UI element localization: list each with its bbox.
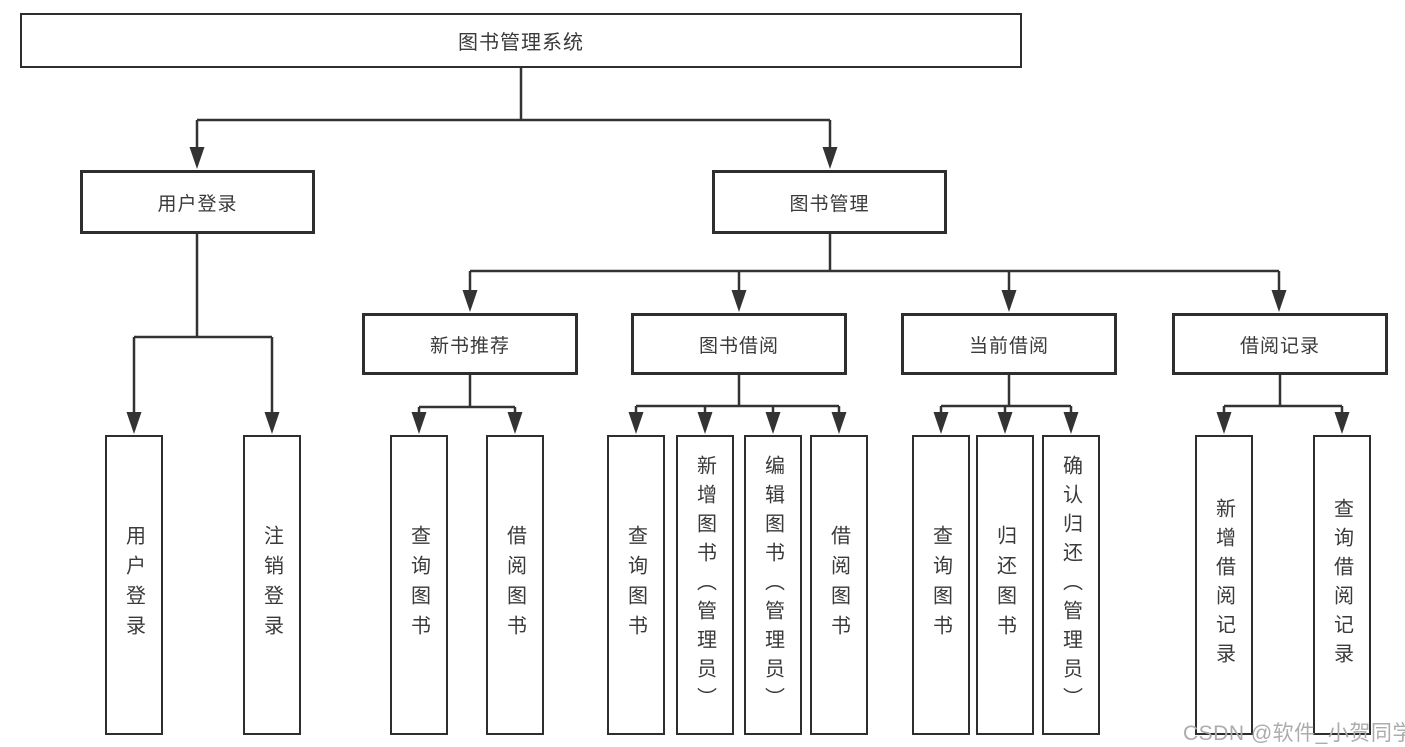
node-label: 图书管理 bbox=[789, 193, 870, 215]
leaf-return-books: 归还图书 bbox=[976, 435, 1034, 735]
node-book-borrowing: 图书借阅 bbox=[631, 313, 847, 375]
connector-current-borrow-to-leaves bbox=[933, 375, 1079, 434]
arrowhead bbox=[507, 412, 523, 434]
node-label: 用户登录 bbox=[157, 193, 238, 215]
leaf-edit-books-admin: 编辑图书（管理员） bbox=[744, 435, 802, 735]
node-book-management: 图书管理 bbox=[712, 170, 947, 234]
connector-borrow-records-to-leaves bbox=[1216, 375, 1350, 434]
arrowhead bbox=[697, 412, 713, 434]
arrowhead bbox=[264, 412, 280, 434]
arrowhead bbox=[628, 412, 644, 434]
node-current-borrowing: 当前借阅 bbox=[901, 313, 1117, 375]
csdn-watermark: CSDN @软件_小贺同学 bbox=[1183, 722, 1405, 745]
node-new-book-recommend: 新书推荐 bbox=[362, 313, 578, 375]
arrowhead bbox=[1001, 290, 1017, 312]
node-user-login: 用户登录 bbox=[80, 170, 315, 234]
leaf-borrow-books: 借阅图书 bbox=[810, 435, 868, 735]
node-label: 图书管理系统 bbox=[458, 32, 584, 54]
arrowhead bbox=[462, 290, 478, 312]
node-label: 借阅记录 bbox=[1239, 335, 1320, 357]
connector-new-books-to-leaves bbox=[411, 375, 523, 434]
leaf-user-login: 用户登录 bbox=[105, 435, 163, 735]
arrowhead bbox=[831, 412, 847, 434]
arrowhead bbox=[731, 290, 747, 312]
leaf-add-borrow-record: 新增借阅记录 bbox=[1195, 435, 1253, 735]
node-label: 当前借阅 bbox=[968, 335, 1049, 357]
leaf-add-books-admin: 新增图书（管理员） bbox=[676, 435, 734, 735]
leaf-query-books: 查询图书 bbox=[607, 435, 665, 735]
leaf-borrow-books: 借阅图书 bbox=[486, 435, 544, 735]
leaf-logout: 注销登录 bbox=[243, 435, 301, 735]
leaf-query-books: 查询图书 bbox=[390, 435, 448, 735]
arrowhead bbox=[411, 412, 427, 434]
arrowhead bbox=[1334, 412, 1350, 434]
arrowhead bbox=[1216, 412, 1232, 434]
arrowhead bbox=[765, 412, 781, 434]
connector-book-mgmt-to-level3 bbox=[462, 234, 1287, 312]
arrowhead bbox=[933, 412, 949, 434]
leaf-confirm-return-admin: 确认归还（管理员） bbox=[1042, 435, 1100, 735]
node-borrowing-records: 借阅记录 bbox=[1172, 313, 1388, 375]
connector-book-borrow-to-leaves bbox=[628, 375, 847, 434]
arrowhead bbox=[822, 147, 838, 169]
arrowhead bbox=[1271, 290, 1287, 312]
connector-user-login-to-leaves bbox=[126, 234, 280, 434]
node-label: 新书推荐 bbox=[429, 335, 510, 357]
connector-root-to-level2 bbox=[189, 68, 838, 169]
node-library-management-system: 图书管理系统 bbox=[20, 13, 1022, 68]
leaf-query-books: 查询图书 bbox=[912, 435, 970, 735]
node-label: 图书借阅 bbox=[698, 335, 779, 357]
leaf-query-borrow-record: 查询借阅记录 bbox=[1313, 435, 1371, 735]
arrowhead bbox=[1063, 412, 1079, 434]
arrowhead bbox=[189, 147, 205, 169]
arrowhead bbox=[126, 412, 142, 434]
arrowhead bbox=[997, 412, 1013, 434]
